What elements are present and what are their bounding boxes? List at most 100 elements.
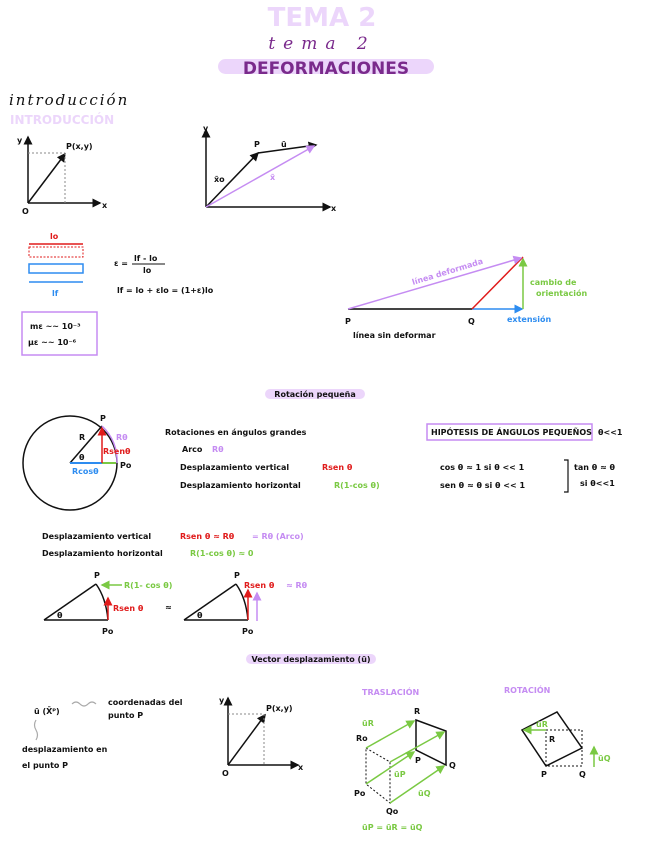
graph-position-vector-2: y x O P(x,y)	[219, 696, 304, 778]
vector-heading-highlight	[246, 654, 376, 664]
p-label: P	[100, 414, 106, 423]
coords-label-2: punto P	[108, 711, 143, 720]
horizontal-value: R(1-cos θ)	[334, 481, 380, 490]
vertical-value: Rsen θ	[244, 581, 275, 590]
epsilon-lhs: ε =	[114, 259, 128, 268]
tan-approx: tan θ ≈ θ	[574, 463, 615, 472]
po-label: Po	[354, 789, 366, 798]
vertical-label: Desplazamiento vertical	[42, 532, 151, 541]
arc-approx: ≈ Rθ	[286, 581, 308, 590]
rotation-heading-highlight	[265, 389, 365, 399]
axis-y-label: y	[219, 696, 225, 705]
micro-strain: με ~~ 10⁻⁶	[28, 338, 77, 347]
uq-label: ūQ	[598, 754, 611, 763]
p0-label: Po	[120, 461, 132, 470]
vertical-arc: = Rθ (Arco)	[252, 532, 304, 541]
q-label: Q	[579, 770, 586, 779]
milli-strain: mε ~~ 10⁻³	[30, 322, 81, 331]
q-label: Q	[468, 317, 475, 326]
disp-label-1: desplazamiento en	[22, 745, 108, 754]
point-label: P(x,y)	[66, 142, 93, 151]
ur-label: ūR	[536, 720, 548, 729]
horizontal-label: Desplazamiento horizontal	[42, 549, 163, 558]
r-label: R	[414, 707, 420, 716]
uq-label: ūQ	[418, 789, 431, 798]
epsilon-denominator: lo	[143, 266, 152, 275]
axis-y-label: y	[203, 124, 209, 133]
arc-label: Arco	[182, 445, 203, 454]
vertical-value: Rsen θ	[322, 463, 353, 472]
ur-label: ūR	[362, 719, 374, 728]
page-title: DEFORMACIONES	[243, 59, 409, 79]
orientation-label-1: cambio de	[530, 278, 577, 287]
approx-symbol: ≈	[165, 603, 172, 612]
deformation-triangle: P Q línea sin deformar extensión cambio …	[345, 255, 588, 340]
arc-value: Rθ	[212, 445, 224, 454]
point-label: P	[254, 140, 260, 149]
cos-approx: cos θ ≈ 1 si θ << 1	[440, 463, 525, 472]
epsilon-numerator: lf - lo	[134, 254, 158, 263]
translation-equation: ūP = ūR = ūQ	[362, 823, 423, 832]
orientation-label-2: orientación	[536, 288, 588, 298]
origin-label: O	[222, 769, 229, 778]
axis-x-label: x	[102, 201, 108, 210]
lf-formula: lf = lo + εlo = (1+ε)lo	[117, 286, 214, 295]
intro-heading-bg: INTRODUCCIÓN	[10, 112, 114, 127]
theta-label: θ	[197, 611, 203, 620]
translation-diagram: TRASLACIÓN R Ro P Po Q Qo ūR ūP ūQ ūP = …	[354, 686, 456, 832]
sen-approx: sen θ ≈ θ si θ << 1	[440, 481, 525, 490]
horizontal-value: R(1- cos θ)	[124, 581, 172, 590]
strain-formulas: ε = lf - lo lo lf = lo + εlo = (1+ε)lo	[114, 254, 214, 295]
small-angle-hypothesis: HIPÓTESIS DE ÁNGULOS PEQUEÑOS θ<<1 cos θ…	[426, 423, 623, 493]
radius-label: R	[79, 433, 85, 442]
horizontal-value: R(1-cos θ) ≈ 0	[190, 549, 254, 558]
rotation-circle: P Po R θ Rθ Rsenθ Rcosθ	[22, 414, 132, 511]
p0-label: Po	[102, 627, 114, 636]
intro-heading: introducción	[9, 91, 129, 109]
origin-label: O	[22, 207, 29, 216]
bar-elongation: lo lf	[28, 232, 84, 298]
up-label: ūP	[394, 770, 406, 779]
r-label: R	[549, 735, 555, 744]
lo-label: lo	[50, 232, 59, 241]
arc-label: Rθ	[116, 433, 128, 442]
tema-bg: TEMA 2	[268, 3, 377, 33]
ro-label: Ro	[356, 734, 368, 743]
x0-label: x̄o	[214, 175, 225, 184]
p-label: P	[94, 571, 100, 580]
theta-label: θ	[79, 453, 85, 462]
small-rotation-triangle-1: P Po θ R(1- cos θ) Rsen θ	[43, 571, 172, 636]
hypothesis-title: HIPÓTESIS DE ÁNGULOS PEQUEÑOS	[431, 426, 592, 437]
small-angle-displacements: Desplazamiento vertical Rsen θ ≈ Rθ = Rθ…	[42, 532, 304, 558]
large-angle-rotations: Rotaciones en ángulos grandes Arco Rθ De…	[165, 428, 380, 490]
theta-label: θ	[57, 611, 63, 620]
vertical-value: Rsen θ ≈ Rθ	[180, 532, 235, 541]
translation-title: TRASLACIÓN	[362, 686, 419, 697]
axis-x-label: x	[331, 204, 337, 213]
disp-label-2: el punto P	[22, 761, 68, 770]
units-box: mε ~~ 10⁻³ με ~~ 10⁻⁶	[21, 311, 98, 356]
p-label: P	[234, 571, 240, 580]
p-label: P	[345, 317, 351, 326]
undeformed-line-label: línea sin deformar	[353, 331, 436, 340]
vector-notation: ū (X̄ᴾ) coordenadas del punto P desplaza…	[22, 698, 183, 770]
rotation-heading: Rotación pequeña	[274, 389, 355, 399]
graph-position-vector: y x O P(x,y)	[17, 135, 108, 216]
coords-label-1: coordenadas del	[108, 698, 183, 707]
x-label: x̄	[270, 173, 276, 182]
vector-heading: Vector desplazamiento (ū)	[251, 655, 370, 664]
horizontal-label: Desplazamiento horizontal	[180, 481, 301, 490]
tan-condition: si θ<<1	[580, 479, 615, 488]
graph-displacement: y x P ū x̄o x̄	[201, 124, 337, 213]
p0-label: Po	[242, 627, 254, 636]
hypothesis-condition: θ<<1	[598, 428, 623, 437]
rotation-diagram: ROTACIÓN R P Q ūR ūQ	[504, 684, 611, 779]
rcos-label: Rcosθ	[72, 467, 99, 476]
u-notation: ū (X̄ᴾ)	[34, 706, 60, 716]
p-label: P	[541, 770, 547, 779]
small-rotation-triangle-2: P Po θ Rsen θ ≈ Rθ	[183, 571, 308, 636]
qo-label: Qo	[386, 807, 399, 816]
large-rotations-title: Rotaciones en ángulos grandes	[165, 428, 307, 437]
vertical-value: Rsen θ	[113, 604, 144, 613]
